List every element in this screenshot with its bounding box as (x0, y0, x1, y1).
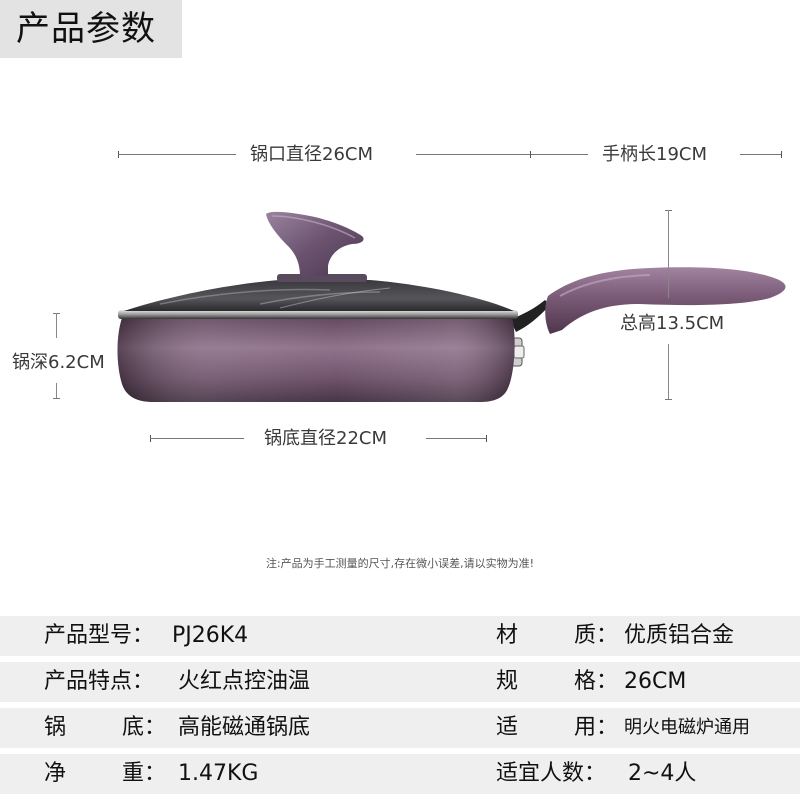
spec-value-material: 优质铝合金 (624, 623, 735, 648)
base-dimension-line-right (426, 438, 486, 439)
spec-key-size-a: 规 (496, 669, 519, 694)
spec-value-feature: 火红点控油温 (178, 669, 311, 694)
spec-value-weight: 1.47KG (178, 761, 259, 786)
spec-key-material-b: 质： (574, 623, 619, 648)
spec-row: 锅 底： 高能磁通锅底 适 用： 明火电磁炉通用 (0, 708, 800, 748)
base-dimension-line-left (150, 438, 244, 439)
height-dimension-line-top (668, 210, 669, 298)
rim-diameter-label: 锅口直径26CM (250, 144, 374, 165)
spec-key-weight-b: 重： (122, 761, 167, 786)
dimension-tick (781, 151, 782, 158)
dimension-tick (665, 399, 672, 400)
spec-key-model: 产品型号： (44, 623, 155, 648)
frying-pan-illustration (117, 211, 786, 402)
total-height-label: 总高13.5CM (620, 313, 725, 334)
spec-key-usage-a: 适 (496, 715, 519, 740)
spec-value-model: PJ26K4 (172, 623, 249, 648)
dimension-tick (486, 435, 487, 442)
spec-row: 产品特点： 火红点控油温 规 格： 26CM (0, 662, 800, 702)
spec-key-usage-b: 用： (574, 715, 619, 740)
lid-rim (118, 310, 518, 319)
handle-bracket (510, 300, 550, 332)
spec-value-servings: 2~4人 (628, 761, 697, 786)
spec-value-base: 高能磁通锅底 (178, 715, 311, 740)
handle-length-label: 手柄长19CM (602, 144, 708, 165)
spec-key-servings: 适宜人数： (496, 761, 607, 786)
pan-handle (545, 267, 786, 334)
spec-key-base-a: 锅 (44, 715, 67, 740)
product-image (117, 211, 786, 402)
measurement-note: 注:产品为手工测量的尺寸,存在微小误差,请以实物为准! (265, 557, 535, 570)
section-title: 产品参数 (16, 9, 156, 49)
rim-dimension-line-left (118, 154, 236, 155)
spec-row: 净 重： 1.47KG 适宜人数： 2~4人 (0, 754, 800, 794)
spec-key-feature: 产品特点： (44, 669, 155, 694)
spec-value-usage: 明火电磁炉通用 (624, 717, 750, 738)
dimension-tick (53, 398, 60, 399)
depth-dimension-line-bottom (56, 383, 57, 399)
lid-knob (266, 211, 364, 276)
section-header: 产品参数 (0, 0, 182, 58)
depth-dimension-line-top (56, 313, 57, 338)
handle-dimension-line (740, 154, 782, 155)
base-diameter-label: 锅底直径22CM (264, 428, 388, 449)
height-dimension-line-bottom (668, 344, 669, 400)
spec-key-base-b: 底： (122, 715, 167, 740)
spec-value-size: 26CM (624, 669, 687, 694)
spec-row: 产品型号： PJ26K4 材 质： 优质铝合金 (0, 616, 800, 656)
rim-dimension-line-right (416, 154, 588, 155)
spec-key-size-b: 格： (574, 669, 619, 694)
depth-label: 锅深6.2CM (12, 352, 105, 373)
spec-key-weight-a: 净 (44, 761, 67, 786)
dimension-tick (530, 151, 531, 158)
spec-key-material-a: 材 (496, 623, 519, 648)
